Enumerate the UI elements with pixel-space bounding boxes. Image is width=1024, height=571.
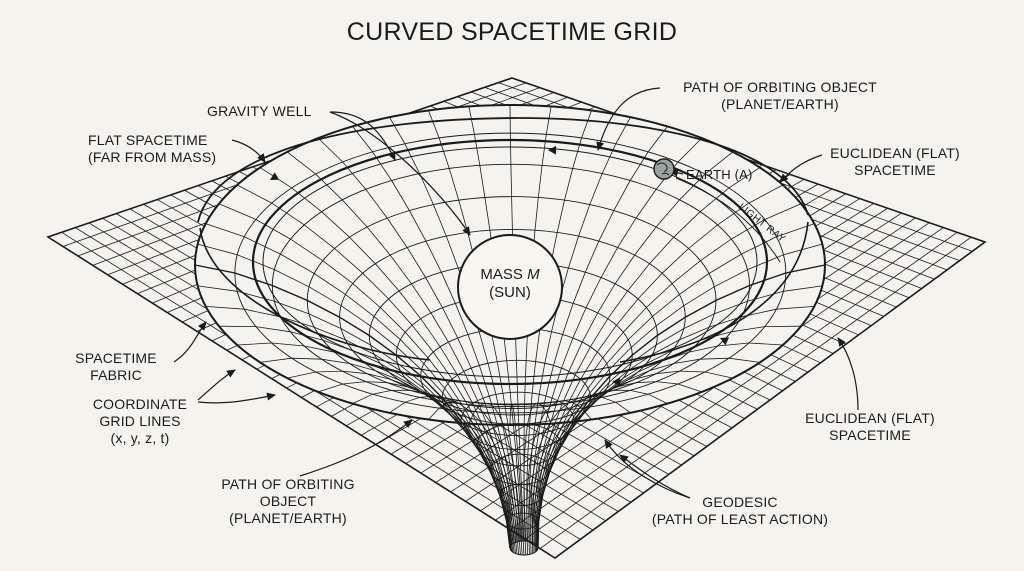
geodesic-label: GEODESIC (PATH OF LEAST ACTION) [651, 494, 829, 527]
arrow-geodesic-1 [604, 439, 691, 499]
grid-line-u [524, 232, 958, 540]
well-radial [352, 389, 518, 555]
orbit-path-label-bottom: PATH OF ORBITING OBJECT (PLANET/EARTH) [221, 476, 355, 526]
orbit-path-outer-right [619, 221, 809, 363]
well-radial [536, 203, 802, 546]
well-radial [389, 395, 519, 555]
well-radial [537, 223, 815, 547]
well-radial [259, 167, 514, 544]
arrow-euclidean-top [779, 154, 823, 183]
arrow-coordinate-grid-1 [197, 369, 236, 401]
well-radial [389, 116, 519, 542]
orbit-path-label-top: PATH OF ORBITING OBJECT (PLANET/EARTH) [683, 79, 877, 112]
orbit-path-inner [251, 138, 769, 386]
sun-body [457, 234, 563, 340]
well-radial [531, 137, 703, 543]
throat-edge-right [537, 264, 826, 549]
well-radial [530, 126, 668, 542]
mass-label: MASS M (SUN) [462, 266, 558, 302]
spacetime-fabric-label: SPACETIME FABRIC [75, 350, 157, 383]
well-radial [535, 184, 783, 545]
orbit-direction-arrow [720, 337, 730, 346]
well-radial [528, 117, 631, 542]
light-ray-path [675, 177, 781, 263]
coordinate-grid-label: COORDINATE GRID LINES (x, y, z, t) [92, 396, 188, 446]
orbit-path-outer-left [199, 227, 431, 361]
diagram-title: CURVED SPACETIME GRID [346, 18, 678, 46]
earth-label: EARTH (A) [686, 167, 753, 182]
well-radial [287, 151, 515, 544]
earth-continents [656, 162, 670, 176]
well-radial [317, 137, 516, 543]
orbit-direction-arrow [270, 172, 280, 180]
well-radial [205, 223, 511, 547]
well-radial [352, 126, 518, 542]
arrow-orbit-top [596, 87, 661, 151]
orbit-direction-arrow [548, 145, 557, 155]
orbit-path-inner-2 [262, 146, 758, 378]
well-radial [534, 357, 760, 553]
well-radial [237, 184, 513, 545]
arrow-spacetime-fabric [173, 321, 207, 363]
arrow-geodesic-2 [619, 454, 691, 499]
arrow-euclidean-bottom [837, 337, 859, 411]
flat-spacetime-label: FLAT SPACETIME (FAR FROM MASS) [88, 132, 217, 165]
mass-label-line1: MASS M [480, 266, 540, 283]
arrow-flat-spacetime [231, 139, 266, 163]
euclidean-label-bottom: EUCLIDEAN (FLAT) SPACETIME [805, 410, 935, 443]
earth-body [653, 158, 675, 180]
well-radial [534, 167, 761, 544]
arrow-coordinate-grid-2 [197, 392, 276, 404]
orbit-direction-arrow [612, 377, 621, 387]
arrow-orbit-bottom [299, 419, 413, 477]
well-radial [468, 402, 523, 555]
callout-arrows [173, 87, 859, 499]
arrow-gravity-well [329, 111, 396, 161]
mass-label-line2: (SUN) [489, 284, 531, 301]
well-radial [530, 389, 668, 555]
well-radial [218, 203, 512, 546]
orbit-path-outer [197, 117, 809, 223]
gravity-well-label: GRAVITY WELL [207, 103, 312, 119]
orbit-paths [197, 117, 809, 387]
celestial-bodies [457, 158, 675, 340]
euclidean-label-top: EUCLIDEAN (FLAT) SPACETIME [830, 145, 960, 178]
grid-line-u [539, 236, 972, 549]
well-radial [533, 151, 733, 544]
arrow-gravity-well-2 [329, 111, 471, 236]
